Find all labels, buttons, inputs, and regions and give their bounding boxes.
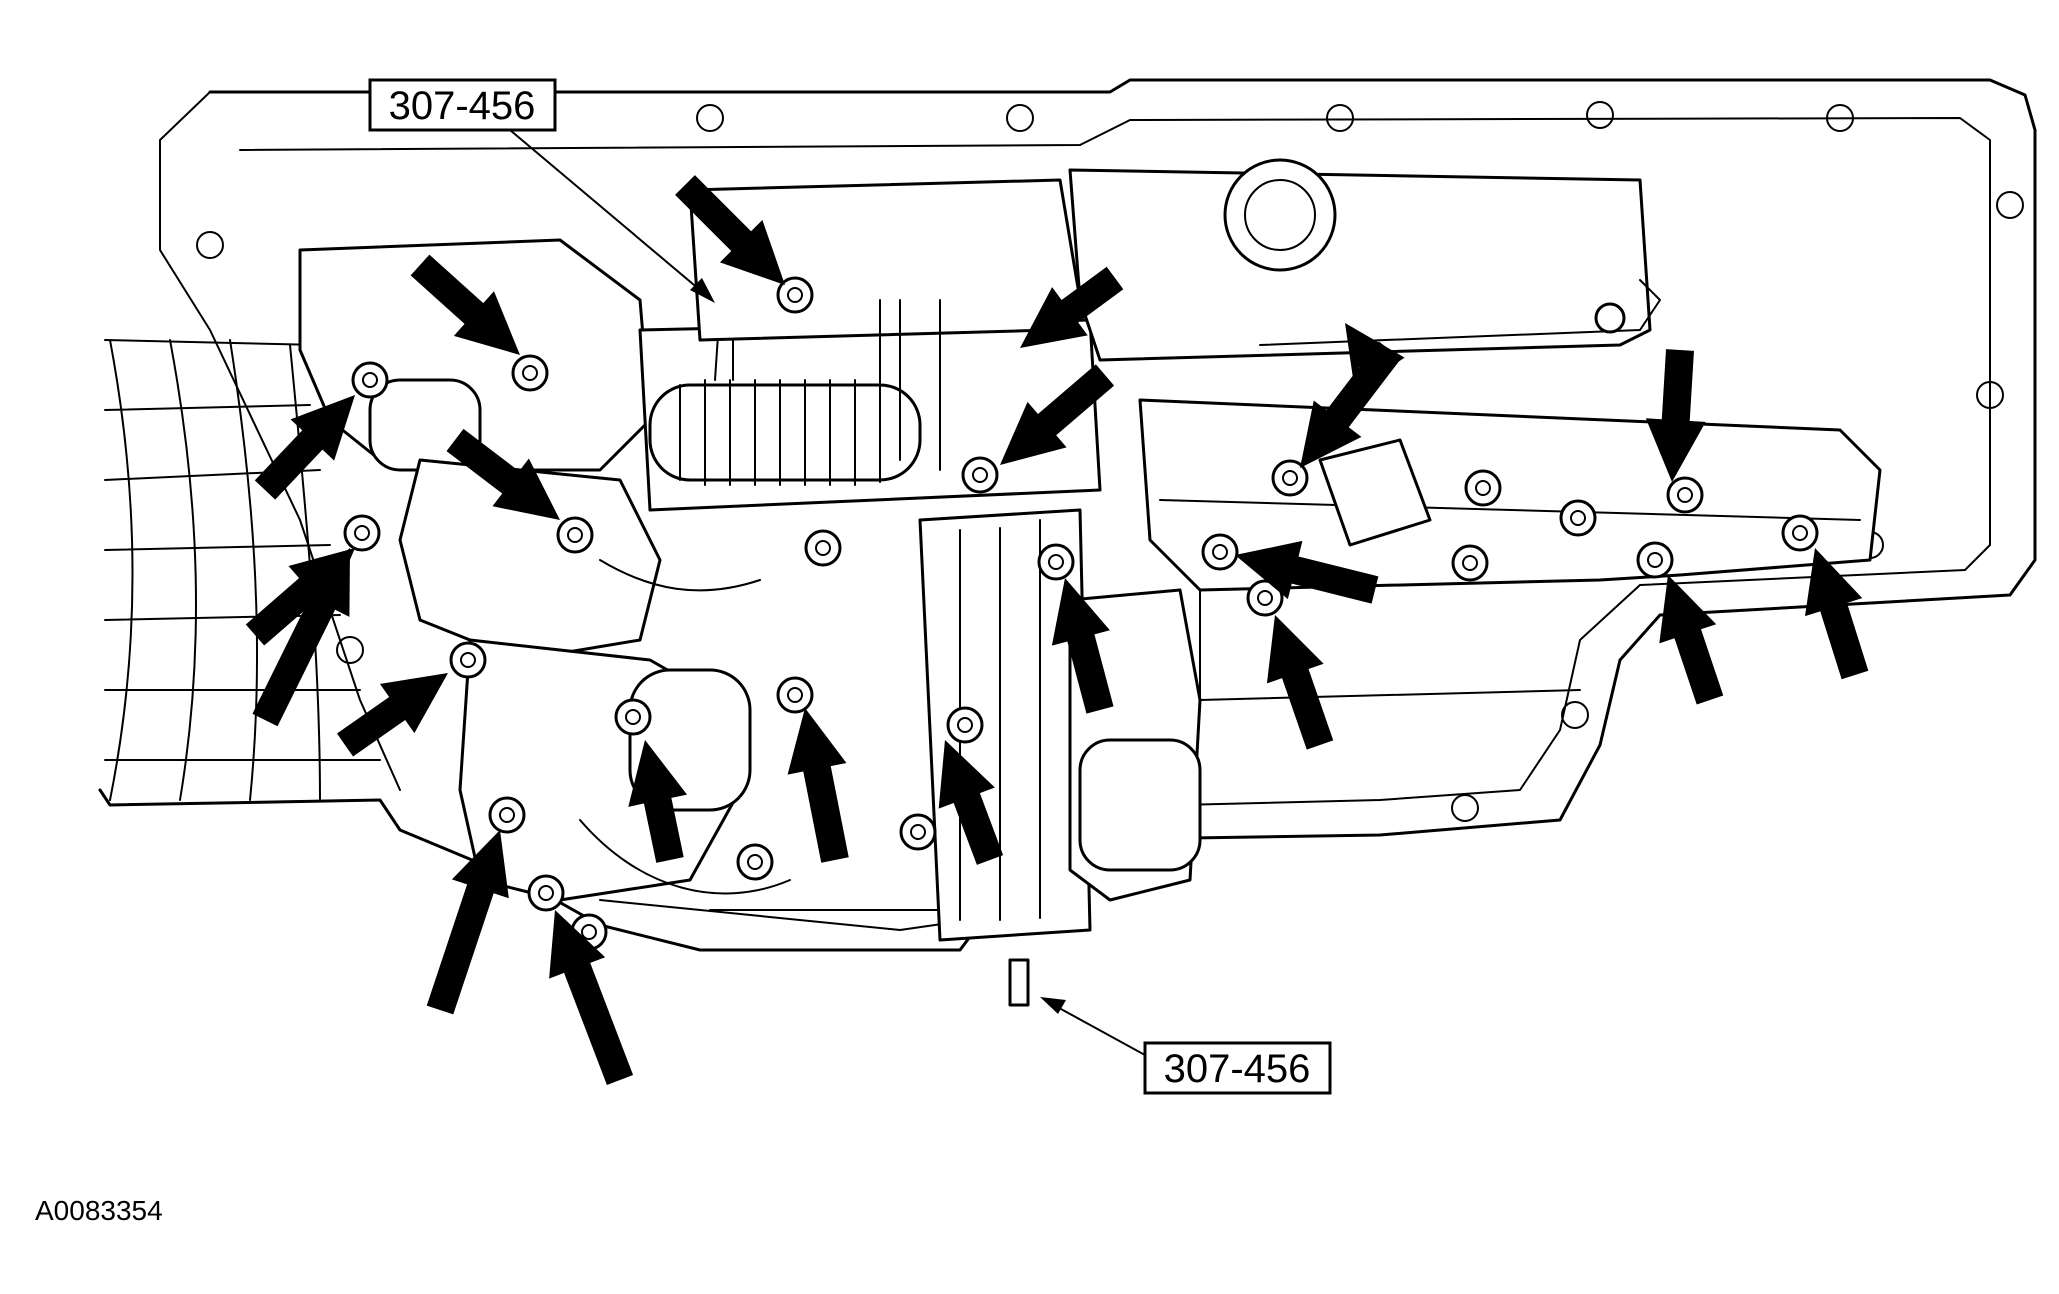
callout-tool-bottom: 307-456: [1143, 1041, 1332, 1095]
callout-label: 307-456: [1164, 1047, 1311, 1091]
bolt: [899, 813, 937, 851]
pointer-arrow: [549, 910, 634, 1085]
callout-leaders: [509, 129, 1146, 1056]
pointer-arrow: [446, 428, 560, 520]
bolt: [556, 516, 594, 554]
pointer-arrow: [1051, 578, 1114, 714]
pointer-arrow: [1266, 615, 1334, 750]
bolt: [961, 456, 999, 494]
pointer-arrow: [254, 395, 355, 500]
figure-id: A0083354: [35, 1195, 163, 1226]
bolt: [1594, 302, 1626, 334]
bolt: [776, 676, 814, 714]
bolt: [736, 843, 774, 881]
pointer-arrow: [426, 830, 509, 1015]
bolt: [1559, 499, 1597, 537]
bolt: [614, 698, 652, 736]
bolt: [488, 796, 526, 834]
bolt: [1781, 514, 1819, 552]
pointer-arrow: [938, 740, 1004, 865]
pointer-arrow: [628, 740, 688, 863]
bolt: [511, 354, 549, 392]
pointer-arrow: [675, 175, 785, 285]
bolt: [1201, 533, 1239, 571]
pointer-arrow: [1300, 341, 1402, 468]
bolt: [351, 361, 389, 399]
pointer-arrow: [787, 708, 849, 863]
bolt: [1464, 469, 1502, 507]
pointer-arrow: [410, 254, 520, 355]
bolt: [1636, 541, 1674, 579]
bolt: [527, 874, 565, 912]
bolt: [449, 641, 487, 679]
right-valve-body: [1068, 158, 1882, 701]
pointer-arrow: [1235, 540, 1379, 604]
bolt: [1666, 476, 1704, 514]
pointer-arrow: [1645, 349, 1706, 482]
bolt: [343, 514, 381, 552]
bolt-pointer-arrows: [245, 175, 1869, 1085]
filter-screen: [104, 339, 381, 801]
bolt: [1246, 579, 1284, 617]
bolt: [1451, 544, 1489, 582]
pointer-arrow: [336, 673, 448, 757]
pointer-arrow: [1805, 548, 1869, 680]
pointer-arrow: [1000, 364, 1115, 465]
center-valve-plate: [918, 508, 1202, 1007]
callout-label: 307-456: [389, 84, 536, 128]
bolt: [946, 706, 984, 744]
pointer-arrow: [252, 548, 350, 727]
pointer-arrow: [1020, 266, 1124, 348]
bolt: [804, 529, 842, 567]
pointer-arrow: [1659, 575, 1724, 705]
bolt: [776, 276, 814, 314]
bolt: [1271, 459, 1309, 497]
bolt: [1037, 543, 1075, 581]
callout-tool-top: 307-456: [368, 78, 557, 132]
